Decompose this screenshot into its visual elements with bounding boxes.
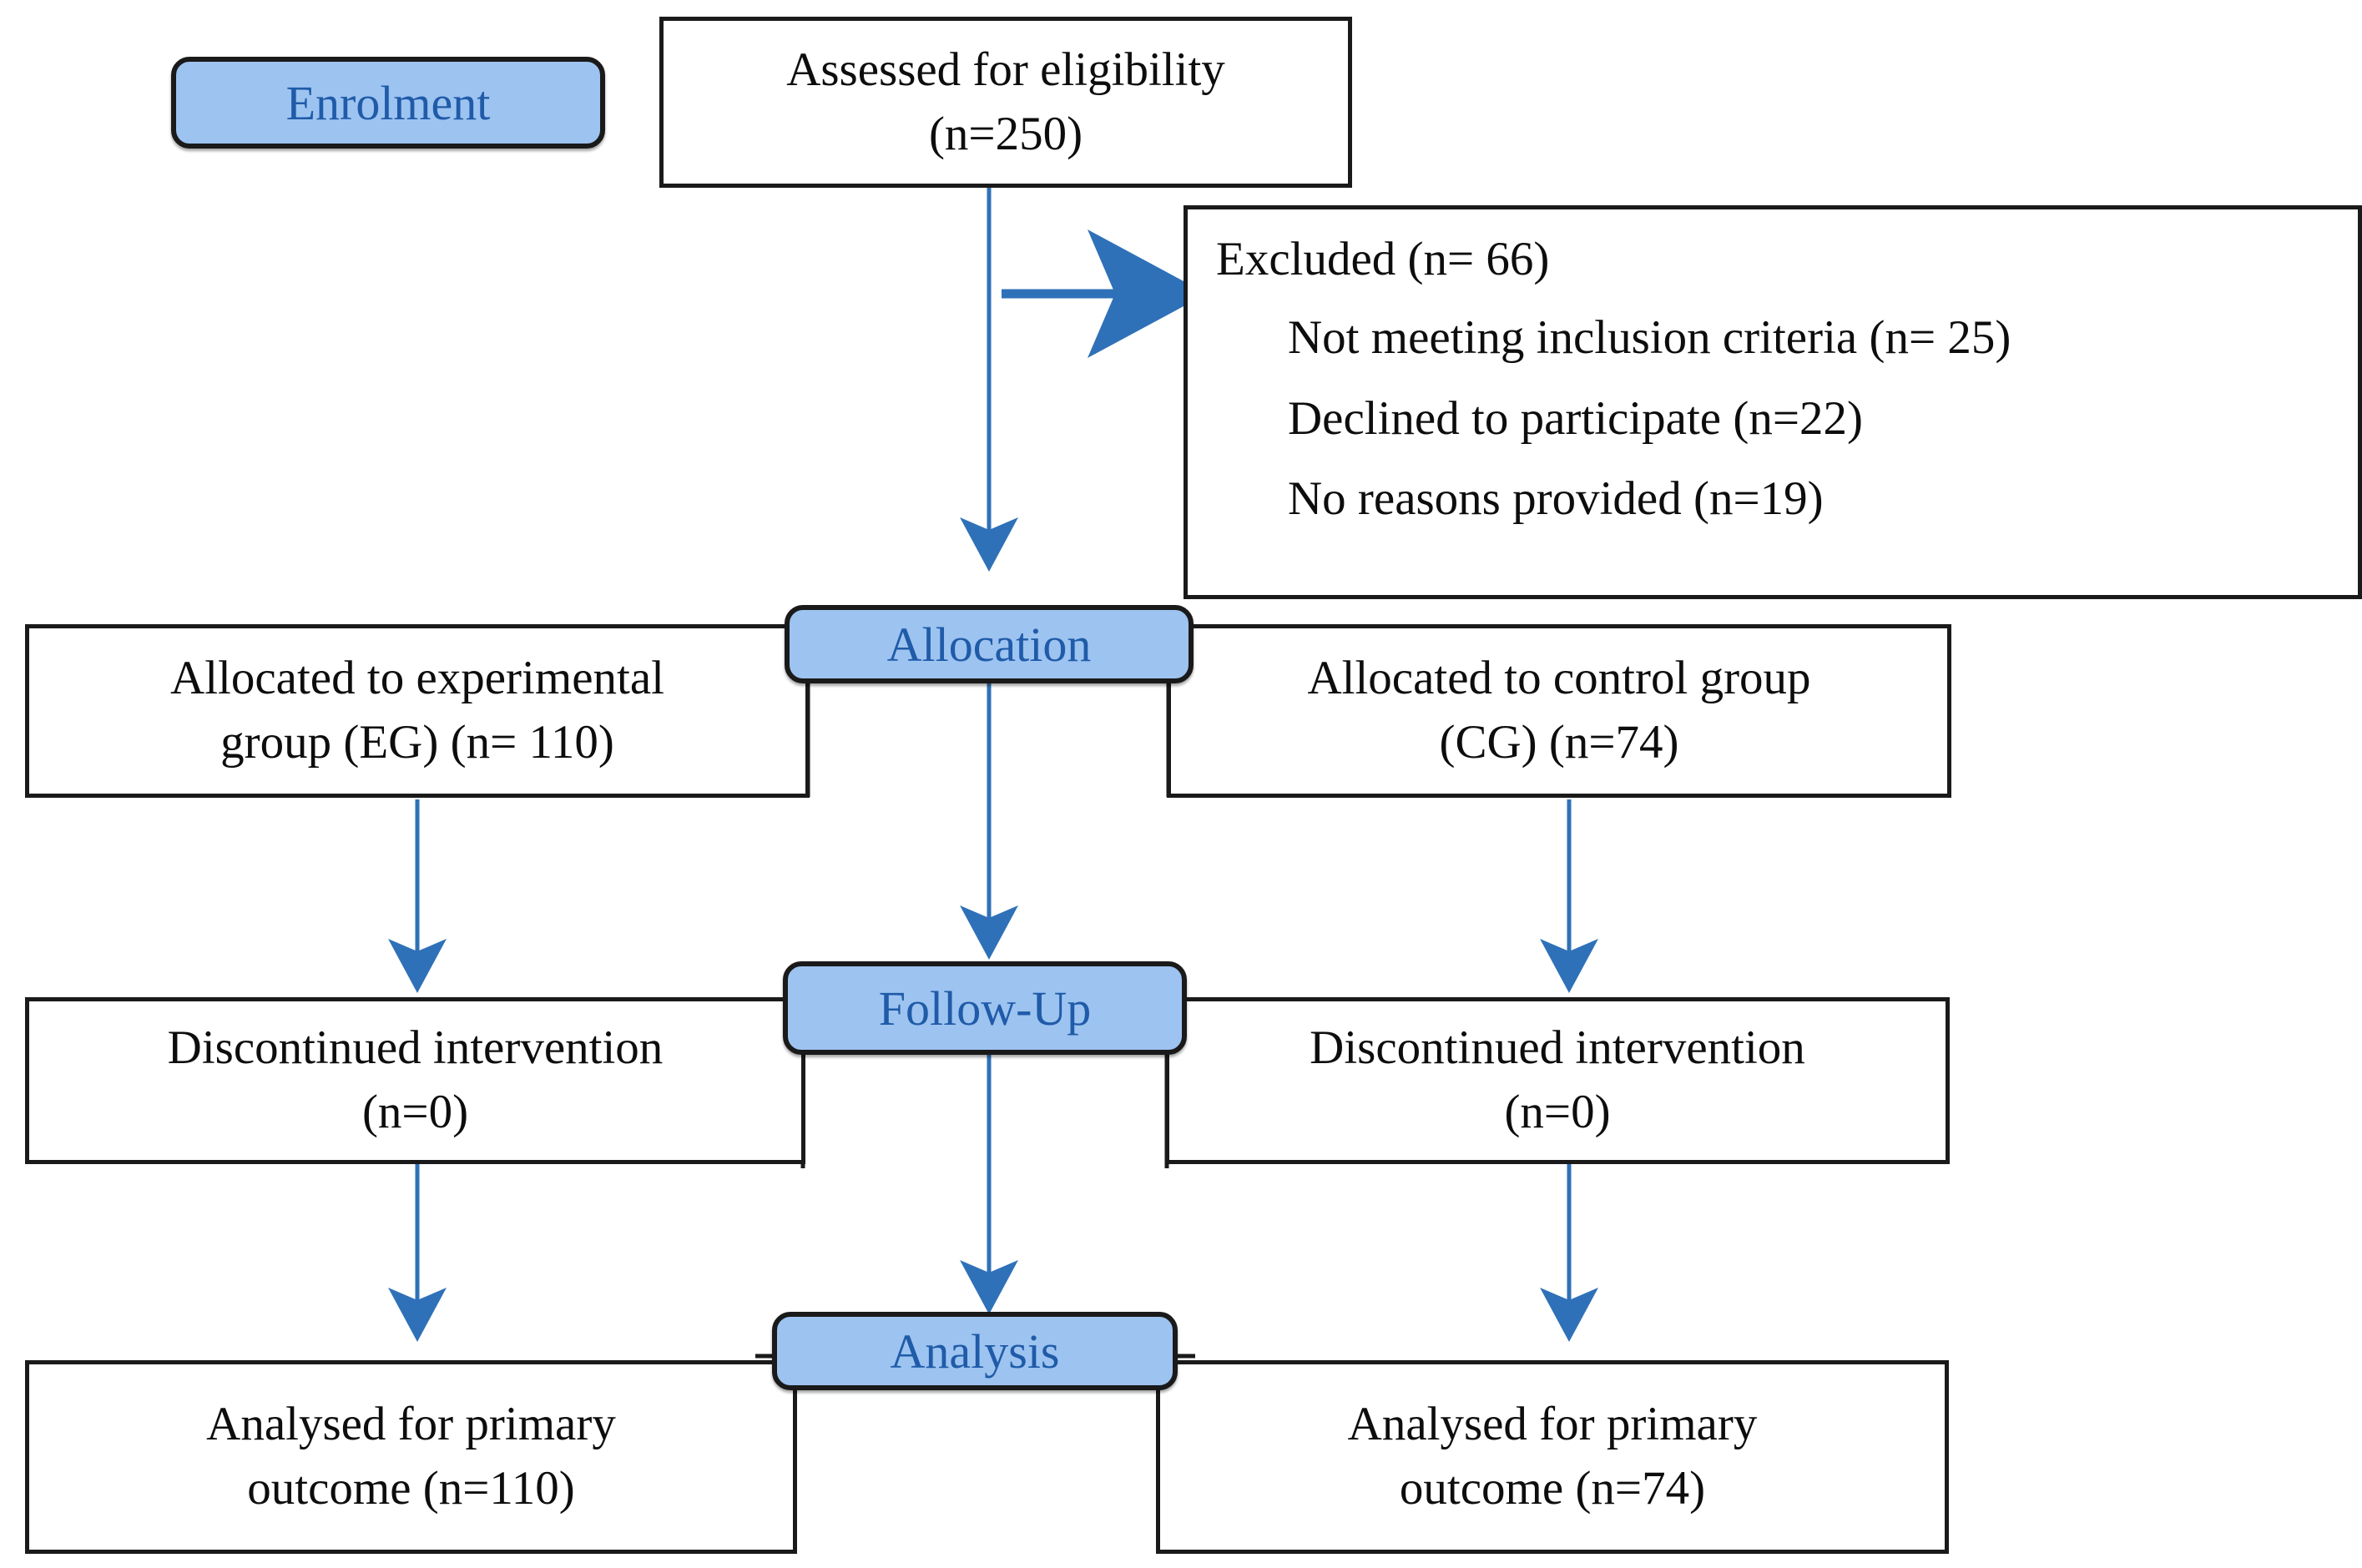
stage-badge-enrolment[interactable]: Enrolment — [171, 57, 605, 149]
excluded-reason-inclusion: Not meeting inclusion criteria (n= 25) — [1288, 311, 2011, 365]
box-assessed-for-eligibility: Assessed for eligibility (n=250) — [659, 17, 1352, 188]
box-analysed-experimental: Analysed for primary outcome (n=110) — [25, 1360, 797, 1554]
box-discontinued-control: Discontinued intervention (n=0) — [1165, 997, 1950, 1164]
discontinued-control-text: Discontinued intervention (n=0) — [1310, 1021, 1805, 1138]
stage-badge-analysis[interactable]: Analysis — [772, 1312, 1178, 1390]
box-analysed-control: Analysed for primary outcome (n=74) — [1156, 1360, 1949, 1554]
stage-label-allocation: Allocation — [886, 617, 1092, 672]
box-allocated-experimental: Allocated to experimental group (EG) (n=… — [25, 624, 810, 798]
stage-badge-follow-up[interactable]: Follow-Up — [783, 961, 1187, 1055]
excluded-reason-no-reason: No reasons provided (n=19) — [1288, 472, 1824, 526]
excluded-heading: Excluded (n= 66) — [1216, 233, 1550, 285]
stage-badge-allocation[interactable]: Allocation — [785, 605, 1194, 683]
excluded-reason-declined: Declined to participate (n=22) — [1288, 391, 1863, 445]
analysed-control-text: Analysed for primary outcome (n=74) — [1347, 1398, 1758, 1515]
stage-label-enrolment: Enrolment — [285, 75, 491, 130]
analysed-experimental-text: Analysed for primary outcome (n=110) — [206, 1398, 616, 1515]
assessed-text: Assessed for eligibility (n=250) — [786, 43, 1225, 160]
stage-label-analysis: Analysis — [890, 1323, 1060, 1379]
discontinued-experimental-text: Discontinued intervention (n=0) — [167, 1021, 664, 1138]
box-excluded: Excluded (n= 66) Not meeting inclusion c… — [1184, 205, 2362, 599]
stage-label-follow-up: Follow-Up — [878, 981, 1092, 1036]
box-discontinued-experimental: Discontinued intervention (n=0) — [25, 997, 805, 1164]
box-allocated-control: Allocated to control group (CG) (n=74) — [1167, 624, 1951, 798]
allocated-control-text: Allocated to control group (CG) (n=74) — [1307, 652, 1811, 769]
allocated-experimental-text: Allocated to experimental group (EG) (n=… — [170, 652, 664, 769]
